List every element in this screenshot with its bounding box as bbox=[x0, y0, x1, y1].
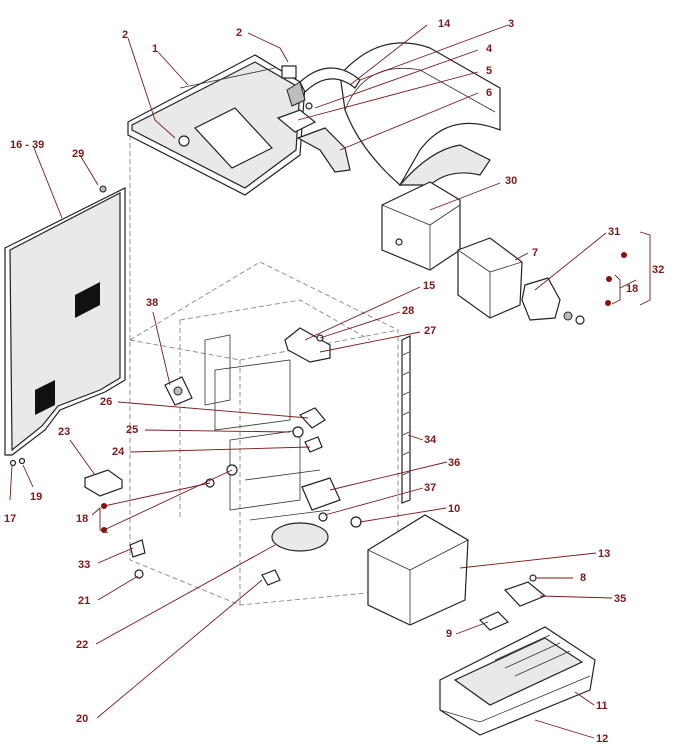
callout-label: 32 bbox=[652, 264, 664, 276]
bracket-assembly bbox=[521, 277, 585, 325]
container bbox=[367, 514, 469, 626]
callout-label: 19 bbox=[30, 491, 42, 503]
callout-label: 11 bbox=[596, 700, 608, 712]
top-cover-plate bbox=[127, 54, 306, 196]
callout-label: 5 bbox=[486, 65, 492, 77]
side-panel bbox=[4, 185, 126, 467]
callout-label: 31 bbox=[608, 226, 620, 238]
callout-label: 29 bbox=[72, 148, 84, 160]
bullet-marker bbox=[621, 252, 627, 258]
callout-label: 35 bbox=[614, 593, 626, 605]
callout-label: 2 bbox=[236, 27, 242, 39]
callout-labels: 1 2 2 14 3 4 5 6 16 - 39 29 30 7 31 32 1… bbox=[4, 18, 664, 745]
callout-label: 6 bbox=[486, 87, 492, 99]
callout-label: 8 bbox=[580, 572, 586, 584]
disc bbox=[261, 522, 329, 586]
top-small-parts bbox=[276, 67, 361, 173]
callout-label: 16 - 39 bbox=[10, 139, 44, 151]
lower-left-parts bbox=[84, 464, 238, 579]
callout-label: 15 bbox=[423, 280, 435, 292]
switch-plate bbox=[164, 376, 193, 406]
callout-label: 10 bbox=[448, 503, 460, 515]
callout-label: 17 bbox=[4, 513, 16, 525]
callout-label: 34 bbox=[424, 434, 437, 446]
callout-label: 12 bbox=[596, 733, 608, 745]
callout-label: 3 bbox=[508, 18, 514, 30]
rail bbox=[401, 335, 411, 504]
callout-label: 37 bbox=[424, 482, 436, 494]
callout-label: 24 bbox=[112, 446, 125, 458]
callout-label: 14 bbox=[438, 18, 451, 30]
float-parts bbox=[478, 574, 547, 631]
callout-label: 33 bbox=[78, 559, 90, 571]
callout-label: 27 bbox=[424, 325, 436, 337]
callout-label: 18 bbox=[626, 283, 638, 295]
callout-label: 38 bbox=[146, 297, 158, 309]
motor-unit bbox=[301, 477, 362, 528]
bullet-marker bbox=[605, 300, 611, 306]
leader-lines bbox=[9, 24, 651, 739]
hood-cover bbox=[339, 42, 501, 186]
callout-label: 36 bbox=[448, 457, 460, 469]
callout-label: 21 bbox=[78, 595, 90, 607]
bullet-markers bbox=[101, 252, 627, 533]
callout-label: 28 bbox=[402, 305, 414, 317]
callout-label: 30 bbox=[505, 175, 517, 187]
callout-label: 20 bbox=[76, 713, 88, 725]
callout-label: 4 bbox=[486, 43, 493, 55]
callout-label: 26 bbox=[100, 396, 112, 408]
callout-label: 23 bbox=[58, 426, 70, 438]
callout-label: 7 bbox=[532, 247, 538, 259]
callout-label: 22 bbox=[76, 639, 88, 651]
callout-label: 13 bbox=[598, 548, 610, 560]
callout-label: 2 bbox=[122, 29, 128, 41]
internal-parts bbox=[284, 327, 331, 453]
callout-label: 1 bbox=[152, 43, 158, 55]
body-frame bbox=[129, 135, 399, 606]
bullet-marker bbox=[606, 276, 612, 282]
callout-label: 25 bbox=[126, 424, 138, 436]
callout-label: 18 bbox=[76, 513, 88, 525]
terminal-box bbox=[457, 237, 523, 319]
callout-label: 9 bbox=[446, 628, 452, 640]
drip-tray bbox=[439, 626, 596, 736]
rear-box bbox=[381, 181, 461, 271]
